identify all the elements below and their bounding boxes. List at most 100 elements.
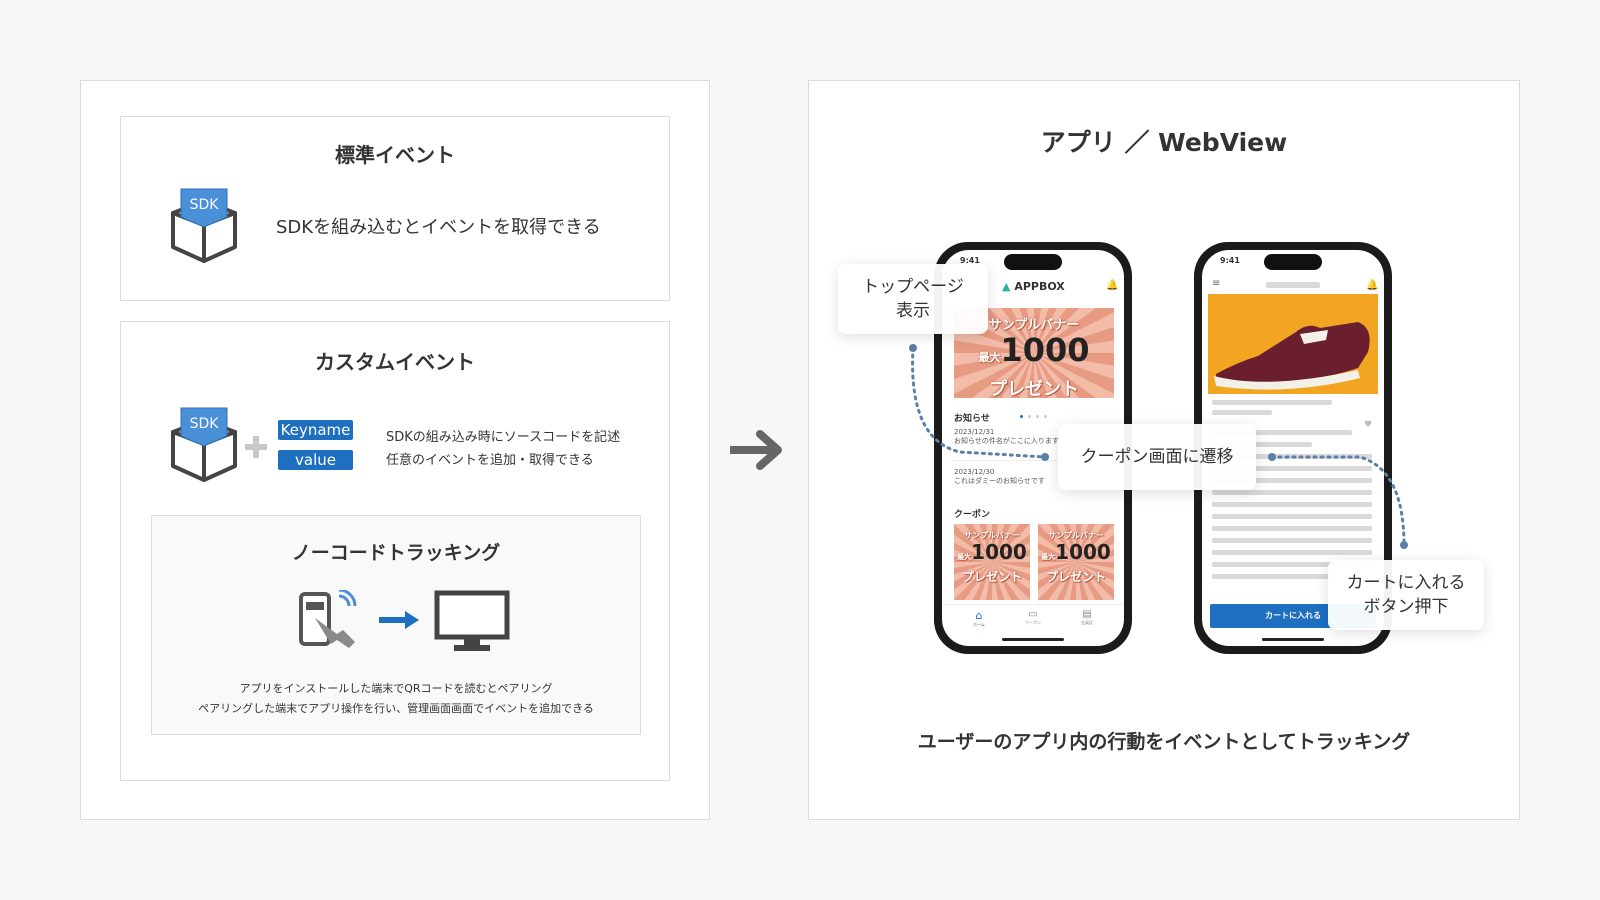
dynamic-island	[1264, 254, 1322, 270]
main-banner[interactable]: サンプルバナー 最大1000 プレゼント	[954, 308, 1114, 400]
tab-label: クーポン	[1025, 620, 1041, 625]
text-placeholder	[1212, 550, 1372, 555]
banner-line1: サンプルバナー	[964, 531, 1020, 540]
callout-top-line1: トップページ	[862, 277, 964, 297]
path-dot	[909, 344, 917, 352]
text-placeholder	[1212, 574, 1332, 579]
path-dot	[1268, 453, 1276, 461]
text-placeholder	[1212, 466, 1372, 471]
nocode-desc-line1: アプリをインストールした端末でQRコードを読むとペアリング	[239, 682, 553, 695]
right-panel-title: アプリ ／ WebView	[1040, 128, 1288, 157]
text-placeholder	[1212, 490, 1372, 495]
news-date: 2023/12/30	[954, 468, 995, 476]
logo-mark-icon: ▲	[1002, 280, 1011, 293]
news-text: お知らせの件名がここに入ります	[954, 437, 1059, 445]
banner-number: 1000	[1000, 331, 1090, 369]
callout-cart-line1: カートに入れる	[1346, 573, 1466, 593]
phone1-screen: 9:41 ▲ APPBOX 🔔 サンプルバナー 最大1000 プレゼント お知ら…	[942, 250, 1124, 646]
callout-top-page: トップページ 表示	[838, 264, 988, 334]
home-indicator	[1262, 638, 1324, 641]
standard-event-card: 標準イベント SDK SDKを組み込むとイベントを取得できる	[120, 116, 670, 301]
tab-coupon[interactable]: ▭ クーポン	[1018, 609, 1048, 626]
dynamic-island	[1004, 254, 1062, 270]
text-placeholder	[1212, 526, 1372, 531]
sdk-label: SDK	[190, 197, 220, 213]
custom-event-title: カスタムイベント	[315, 350, 475, 374]
home-icon: ⌂	[975, 609, 983, 622]
tab-member[interactable]: ▤ 会員証	[1072, 609, 1102, 626]
coupon-banner[interactable]: サンプルバナー 最大1000 プレゼント	[1038, 524, 1114, 600]
banner-line1: サンプルバナー	[988, 318, 1080, 333]
ticket-icon: ▭	[1028, 609, 1038, 620]
bell-icon[interactable]: 🔔	[1366, 280, 1379, 291]
custom-event-card: カスタムイベント SDK Keyname value SDKの組み込み時にソース…	[120, 321, 670, 781]
banner-line2: 最大1000	[954, 541, 1030, 568]
sdk-box-icon: SDK	[171, 188, 237, 263]
card-icon: ▤	[1082, 609, 1092, 620]
banner-line1: サンプルバナー	[1048, 531, 1104, 540]
value-tag: value	[278, 450, 353, 470]
path-dot	[1041, 453, 1049, 461]
tab-label: ホーム	[973, 622, 985, 627]
callout-cart: カートに入れる ボタン押下	[1328, 560, 1484, 630]
banner-prefix: 最大	[957, 553, 972, 561]
banner-line3: プレゼント	[961, 570, 1022, 584]
phone-tap-icon	[299, 590, 357, 648]
nocode-desc-line2: ペアリングした端末でアプリ操作を行い、管理画面画面でイベントを追加できる	[198, 702, 594, 715]
news-item[interactable]: 2023/12/31 お知らせの件名がここに入ります	[954, 428, 1119, 461]
dotted-path-top-to-coupon	[911, 346, 1047, 459]
left-panel: 標準イベント SDK SDKを組み込むとイベントを取得できる カスタムイベント …	[80, 80, 710, 820]
coupon-banner[interactable]: サンプルバナー 最大1000 プレゼント	[954, 524, 1030, 600]
news-item[interactable]: 2023/12/30 これはダミーのお知らせです	[954, 468, 1119, 498]
menu-icon[interactable]: ≡	[1212, 278, 1221, 289]
callout-coupon-text: クーポン画面に遷移	[1080, 447, 1234, 467]
text-placeholder	[1212, 502, 1372, 507]
carousel-dots	[1020, 403, 1050, 418]
status-time: 9:41	[1220, 256, 1240, 265]
product-image[interactable]	[1208, 294, 1378, 394]
banner-line2: 最大1000	[1038, 541, 1114, 568]
tab-label: 会員証	[1081, 620, 1093, 625]
sdk-label: SDK	[190, 416, 220, 432]
custom-desc-line2: 任意のイベントを追加・取得できる	[386, 453, 594, 468]
banner-prefix: 最大	[978, 351, 1001, 364]
custom-desc-line1: SDKの組み込み時にソースコードを記述	[386, 430, 621, 445]
path-dot	[1400, 541, 1408, 549]
banner-prefix: 最大	[1041, 553, 1056, 561]
phone-top-page: 9:41 ▲ APPBOX 🔔 サンプルバナー 最大1000 プレゼント お知ら…	[934, 242, 1132, 654]
banner-number: 1000	[971, 540, 1027, 564]
text-placeholder	[1212, 514, 1372, 519]
tab-bar: ⌂ ホーム ▭ クーポン ▤ 会員証	[942, 604, 1124, 635]
status-time: 9:41	[960, 256, 980, 265]
heart-icon[interactable]: ♥	[1364, 420, 1373, 430]
news-date: 2023/12/31	[954, 428, 995, 436]
callout-top-line2: 表示	[896, 301, 930, 321]
text-placeholder	[1212, 442, 1312, 447]
text-placeholder	[1212, 410, 1272, 415]
banner-line3: プレゼント	[1045, 570, 1106, 584]
phone2-screen: 9:41 ≡ 🔔 ♥ カートに入れる	[1202, 250, 1384, 646]
right-panel-caption: ユーザーのアプリ内の行動をイベントとしてトラッキング	[917, 731, 1411, 753]
standard-event-title: 標準イベント	[335, 143, 455, 167]
text-placeholder	[1212, 430, 1352, 435]
flow-arrow-icon	[730, 430, 782, 470]
bell-icon[interactable]: 🔔	[1106, 280, 1119, 291]
coupon-title: クーポン	[954, 510, 991, 520]
news-text: これはダミーのお知らせです	[954, 477, 1045, 485]
text-placeholder	[1212, 478, 1372, 483]
brand-name: APPBOX	[1014, 280, 1065, 293]
standard-event-description: SDKを組み込むとイベントを取得できる	[276, 217, 601, 238]
right-arrow-icon	[379, 611, 419, 629]
banner-line2: 最大1000	[954, 333, 1114, 375]
text-placeholder	[1212, 538, 1372, 543]
tab-home[interactable]: ⌂ ホーム	[964, 609, 994, 628]
banner-number: 1000	[1055, 540, 1111, 564]
monitor-icon	[434, 590, 510, 651]
text-placeholder	[1212, 562, 1372, 567]
home-indicator	[1002, 638, 1064, 641]
callout-cart-line2: ボタン押下	[1363, 597, 1449, 617]
header-title-placeholder	[1266, 282, 1320, 288]
text-placeholder	[1212, 400, 1332, 405]
banner-line3: プレゼント	[989, 379, 1079, 400]
